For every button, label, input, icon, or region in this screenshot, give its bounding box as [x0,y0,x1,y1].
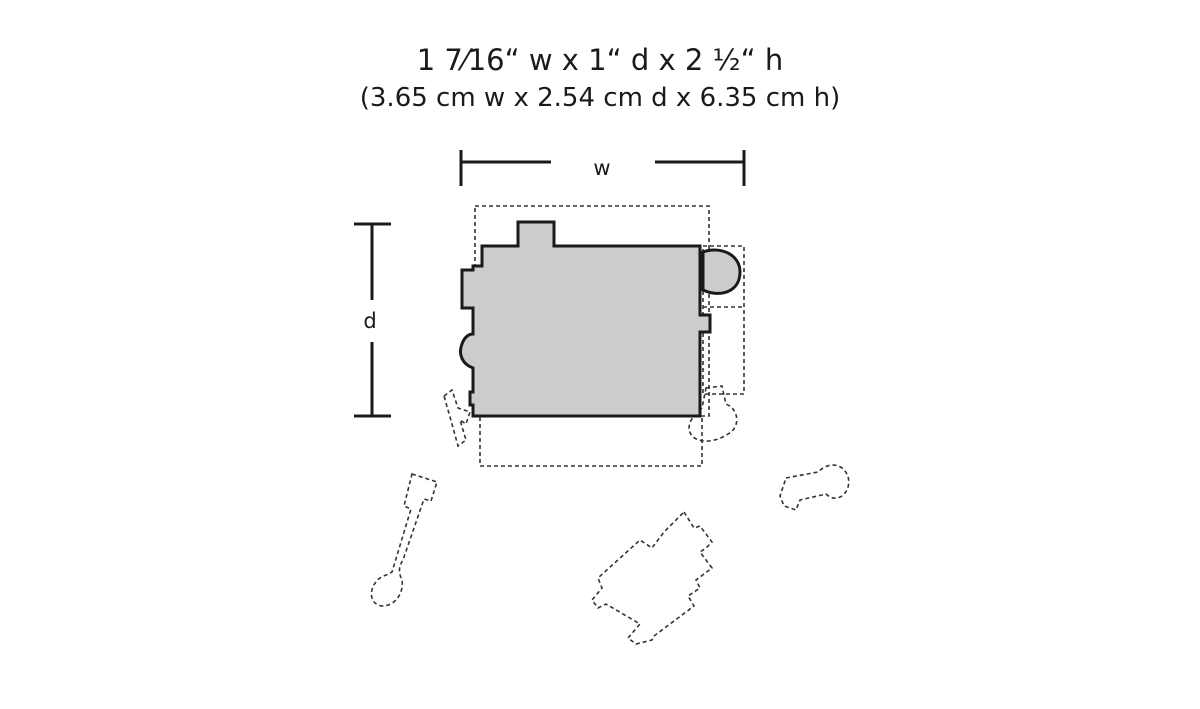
left-clip-outline [443,388,472,448]
dimensions-metric: (3.65 cm w x 2.54 cm d x 6.35 cm h) [359,83,841,113]
width-label: w [593,156,610,180]
width-dimension [459,150,746,186]
small-fixture-outline [688,385,738,442]
depth-dimension [354,222,391,418]
depth-label: d [363,309,376,333]
base-outline-bottom [479,415,703,467]
round-bump-right [701,248,742,295]
building-footprint [458,220,712,418]
pole-part-outline [370,472,439,607]
small-barrel-outline [779,464,850,511]
dimensions-imperial: 1 7⁄16“ w x 1“ d x 2 ½“ h [416,43,784,77]
tank-part-outline [590,510,714,645]
